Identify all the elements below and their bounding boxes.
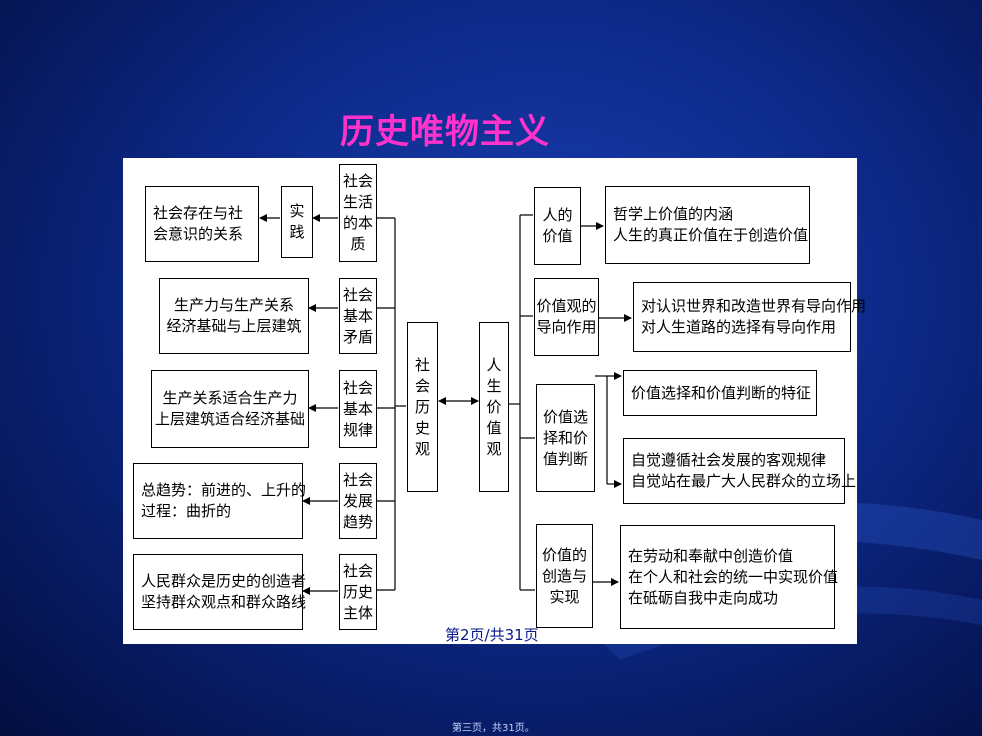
node-social-life-essence: 社会生活的本质: [339, 164, 377, 262]
leaf-productive-forces: 生产力与生产关系经济基础与上层建筑: [159, 278, 309, 354]
node-human-value: 人的价值: [534, 187, 581, 265]
node-practice: 实践: [281, 186, 313, 258]
leaf-relations-fit: 生产关系适合生产力上层建筑适合经济基础: [151, 370, 309, 448]
node-history-subject: 社会历史主体: [339, 554, 377, 630]
concept-map-panel: 社会生活的本质 实践 社会存在与社会意识的关系 社会基本矛盾 生产力与生产关系经…: [123, 158, 866, 644]
leaf-existence-consciousness: 社会存在与社会意识的关系: [145, 186, 259, 262]
leaf-creation-ways: 在劳动和奉献中创造价值在个人和社会的统一中实现价值在砥砺自我中走向成功: [620, 525, 838, 629]
connector-lines: [259, 214, 632, 595]
leaf-choice-principles: 自觉遵循社会发展的客观规律自觉站在最广大人民群众的立场上: [623, 438, 856, 504]
node-development-trend: 社会发展趋势: [339, 463, 377, 539]
node-value-creation: 价值的创造与实现: [536, 524, 593, 628]
node-value-guidance: 价值观的导向作用: [534, 278, 599, 356]
page-title: 历史唯物主义: [340, 112, 550, 152]
page-indicator-small: 第三页，共31页。: [452, 723, 535, 734]
node-basic-law: 社会基本规律: [339, 370, 377, 448]
node-social-history-view: 社会历史观: [407, 322, 438, 492]
node-value-choice: 价值选择和价值判断: [536, 384, 595, 492]
node-life-value-view: 人生价值观: [479, 322, 509, 492]
page-indicator: 第2页/共31页: [445, 626, 539, 644]
leaf-general-trend: 总趋势：前进的、上升的过程：曲折的: [133, 463, 306, 539]
leaf-people-creators: 人民群众是历史的创造者坚持群众观点和群众路线: [133, 554, 306, 630]
leaf-guidance-roles: 对认识世界和改造世界有导向作用对人生道路的选择有导向作用: [633, 282, 866, 352]
leaf-value-meaning: 哲学上价值的内涵人生的真正价值在于创造价值: [605, 186, 810, 264]
leaf-choice-features: 价值选择和价值判断的特征: [623, 370, 817, 416]
node-basic-contradiction: 社会基本矛盾: [339, 278, 377, 354]
